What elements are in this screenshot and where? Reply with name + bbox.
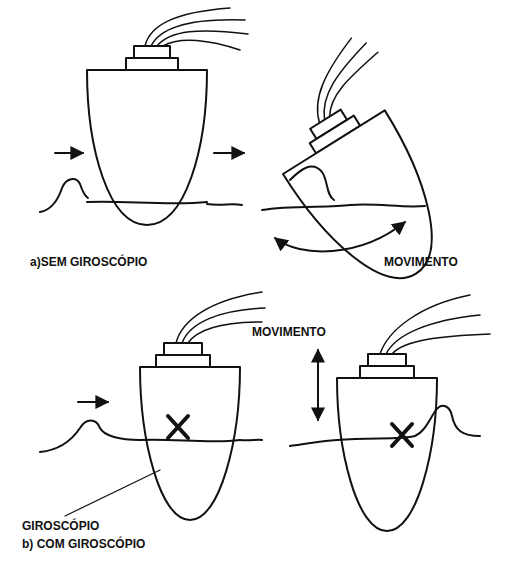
- buoy-upright: [87, 8, 248, 225]
- part-label: GIROSCÓPIO: [22, 520, 99, 533]
- motion-label: MOVIMENTO: [384, 256, 458, 269]
- buoy-tilted: [241, 30, 488, 305]
- panel-caption: b) COM GIROSCÓPIO: [22, 538, 145, 551]
- buoy-gyro: [140, 292, 265, 520]
- panel-caption: a)SEM GIROSCÓPIO: [30, 256, 147, 269]
- buoy-gyro-stable: [337, 295, 490, 531]
- motion-label: MOVIMENTO: [252, 326, 326, 339]
- wave: [40, 179, 88, 212]
